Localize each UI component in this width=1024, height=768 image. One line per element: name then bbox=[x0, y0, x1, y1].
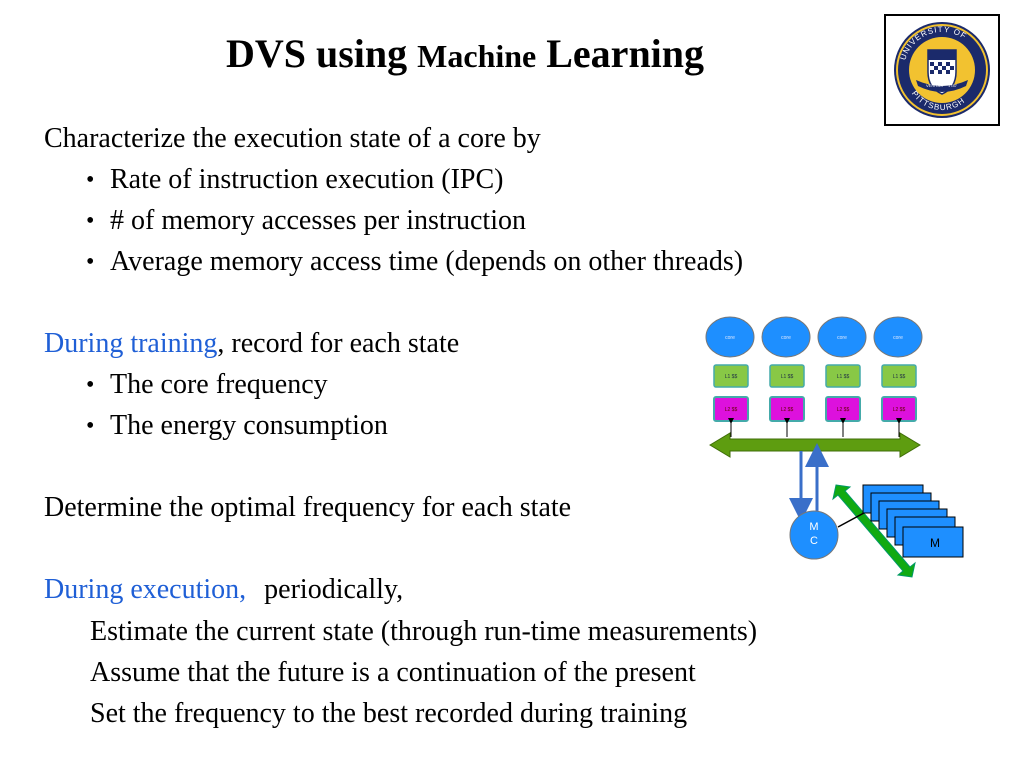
core-label: core bbox=[781, 335, 791, 341]
bullet-core-frequency: The core frequency bbox=[110, 369, 328, 400]
l2-cache-label: L2 $$ bbox=[893, 407, 906, 413]
l2-cache: L2 $$ bbox=[825, 396, 861, 422]
core-node: core bbox=[873, 316, 923, 358]
l1-cache-label: L1 $$ bbox=[781, 374, 794, 380]
title-part-2: Machine bbox=[417, 38, 537, 74]
during-training-label: During training bbox=[44, 328, 218, 359]
l2-cache-label: L2 $$ bbox=[781, 407, 794, 413]
during-execution-label: During execution, bbox=[44, 574, 247, 605]
line-set-frequency: Set the frequency to the best recorded d… bbox=[90, 698, 688, 729]
memory-modules: M bbox=[862, 484, 964, 558]
l1-cache: L1 $$ bbox=[825, 364, 861, 388]
memory-controller: M C bbox=[789, 510, 839, 560]
l2-bus-connectors bbox=[728, 418, 902, 437]
line-characterize: Characterize the execution state of a co… bbox=[44, 123, 541, 154]
bus-mc-arrows bbox=[789, 443, 829, 522]
l2-cache: L2 $$ bbox=[713, 396, 749, 422]
bullet-ipc: Rate of instruction execution (IPC) bbox=[110, 164, 504, 195]
mc-label-c: C bbox=[810, 535, 818, 547]
core-label: core bbox=[893, 335, 903, 341]
l1-cache: L1 $$ bbox=[769, 364, 805, 388]
seal-ribbon-left: VERITAS bbox=[926, 83, 943, 88]
title-part-1: DVS using bbox=[225, 31, 418, 76]
core-label: core bbox=[725, 335, 735, 341]
mc-label-m: M bbox=[809, 521, 818, 533]
line-during-execution: During execution, periodically, bbox=[44, 573, 403, 607]
l2-cache-label: L2 $$ bbox=[837, 407, 850, 413]
core-label: core bbox=[837, 335, 847, 341]
bullet-dot: • bbox=[86, 372, 95, 398]
bullet-dot: • bbox=[86, 167, 95, 193]
line-during-training: During training, record for each state bbox=[44, 327, 459, 361]
slide-title: DVS using Machine Learning bbox=[0, 30, 930, 80]
multicore-diagram: core core core core L1 $$ L1 $$ L1 $$ L1… bbox=[705, 316, 964, 578]
bullet-memory-accesses: # of memory accesses per instruction bbox=[110, 205, 526, 236]
bullet-energy: The energy consumption bbox=[110, 410, 388, 441]
during-execution-rest: periodically, bbox=[264, 574, 404, 605]
l1-cache-label: L1 $$ bbox=[837, 374, 850, 380]
title-part-3: Learning bbox=[536, 31, 705, 76]
memory-label: M bbox=[930, 536, 940, 550]
l1-cache: L1 $$ bbox=[713, 364, 749, 388]
l1-cache: L1 $$ bbox=[881, 364, 917, 388]
during-training-rest: , record for each state bbox=[217, 328, 460, 359]
university-seal-logo: UNIVERSITY OF PITTSBURGH VERITAS 1787 bbox=[884, 14, 1000, 126]
core-node: core bbox=[817, 316, 867, 358]
core-node: core bbox=[761, 316, 811, 358]
l2-cache-label: L2 $$ bbox=[725, 407, 738, 413]
line-estimate-state: Estimate the current state (through run-… bbox=[90, 616, 758, 647]
shared-bus-arrow bbox=[709, 432, 921, 458]
bullet-dot: • bbox=[86, 249, 95, 275]
l1-cache-label: L1 $$ bbox=[725, 374, 738, 380]
line-assume-future: Assume that the future is a continuation… bbox=[90, 657, 696, 688]
bullet-memory-access-time: Average memory access time (depends on o… bbox=[110, 246, 744, 277]
core-node: core bbox=[705, 316, 755, 358]
bullet-dot: • bbox=[86, 413, 95, 439]
line-optimal-frequency: Determine the optimal frequency for each… bbox=[44, 492, 572, 523]
seal-icon: UNIVERSITY OF PITTSBURGH VERITAS 1787 bbox=[886, 16, 998, 124]
l2-cache: L2 $$ bbox=[881, 396, 917, 422]
l2-cache: L2 $$ bbox=[769, 396, 805, 422]
l1-cache-label: L1 $$ bbox=[893, 374, 906, 380]
seal-ribbon-right: 1787 bbox=[948, 83, 958, 88]
bullet-dot: • bbox=[86, 208, 95, 234]
